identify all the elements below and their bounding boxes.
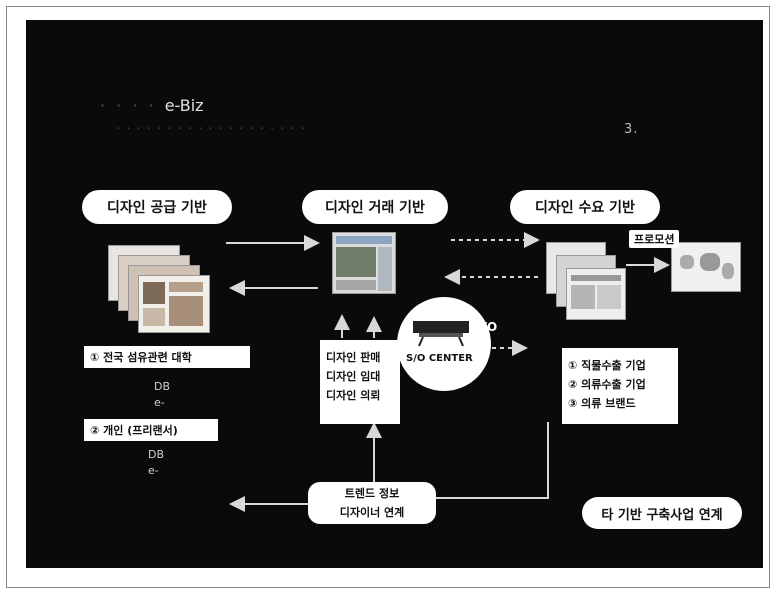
- trend-line-designer: 디자이너 연계: [339, 506, 405, 519]
- subtitle-left: · · · · · · · · · · · · · · · · · · ·: [116, 122, 306, 137]
- so-center-label: S/O CENTER: [406, 353, 473, 364]
- flow-arrows: [226, 232, 670, 512]
- slide: · · · · e-Biz · · · · · · · · · · · · · …: [26, 20, 763, 568]
- world-map-thumbnail: [671, 242, 741, 292]
- label-university: ① 전국 섬유관련 대학: [84, 346, 250, 368]
- trade-thumbnail: [332, 232, 396, 294]
- so-center-circle: S/O CENTER: [397, 297, 491, 391]
- trade-line-sale: 디자인 판매: [326, 351, 381, 364]
- pill-other-infra: 타 기반 구축사업 연계: [582, 497, 742, 529]
- label-freelancer: ② 개인 (프리랜서): [84, 419, 218, 441]
- slide-title: · · · · e-Biz: [100, 96, 204, 115]
- label-e-1: e-: [154, 396, 165, 409]
- demand-box: ① 직물수출 기업 ② 의류수출 기업 ③ 의류 브랜드: [562, 348, 678, 424]
- label-db-1: DB: [154, 380, 171, 393]
- trend-line-info: 트렌드 정보: [344, 487, 400, 500]
- label-e-2: e-: [148, 464, 159, 477]
- trade-box: 디자인 판매 디자인 임대 디자인 의뢰: [320, 340, 400, 424]
- so-tag: S/O: [474, 320, 498, 334]
- trend-box: 트렌드 정보 디자이너 연계: [308, 482, 436, 524]
- demand-line-brand: ③ 의류 브랜드: [568, 397, 636, 410]
- demand-line-apparel: ② 의류수출 기업: [568, 378, 646, 391]
- promotion-label: 프로모션: [629, 230, 680, 248]
- title-faint-prefix: · · · ·: [100, 96, 165, 115]
- trade-line-rental: 디자인 임대: [326, 370, 381, 383]
- trade-line-request: 디자인 의뢰: [326, 389, 381, 402]
- label-db-2: DB: [148, 448, 165, 461]
- pill-design-supply: 디자인 공급 기반: [82, 190, 232, 224]
- demand-line-textile: ① 직물수출 기업: [568, 359, 646, 372]
- pill-design-trade: 디자인 거래 기반: [302, 190, 448, 224]
- plotter-icon: [413, 321, 469, 347]
- title-text: e-Biz: [164, 96, 204, 115]
- pill-design-demand: 디자인 수요 기반: [510, 190, 660, 224]
- subtitle-right: 3.: [624, 122, 639, 137]
